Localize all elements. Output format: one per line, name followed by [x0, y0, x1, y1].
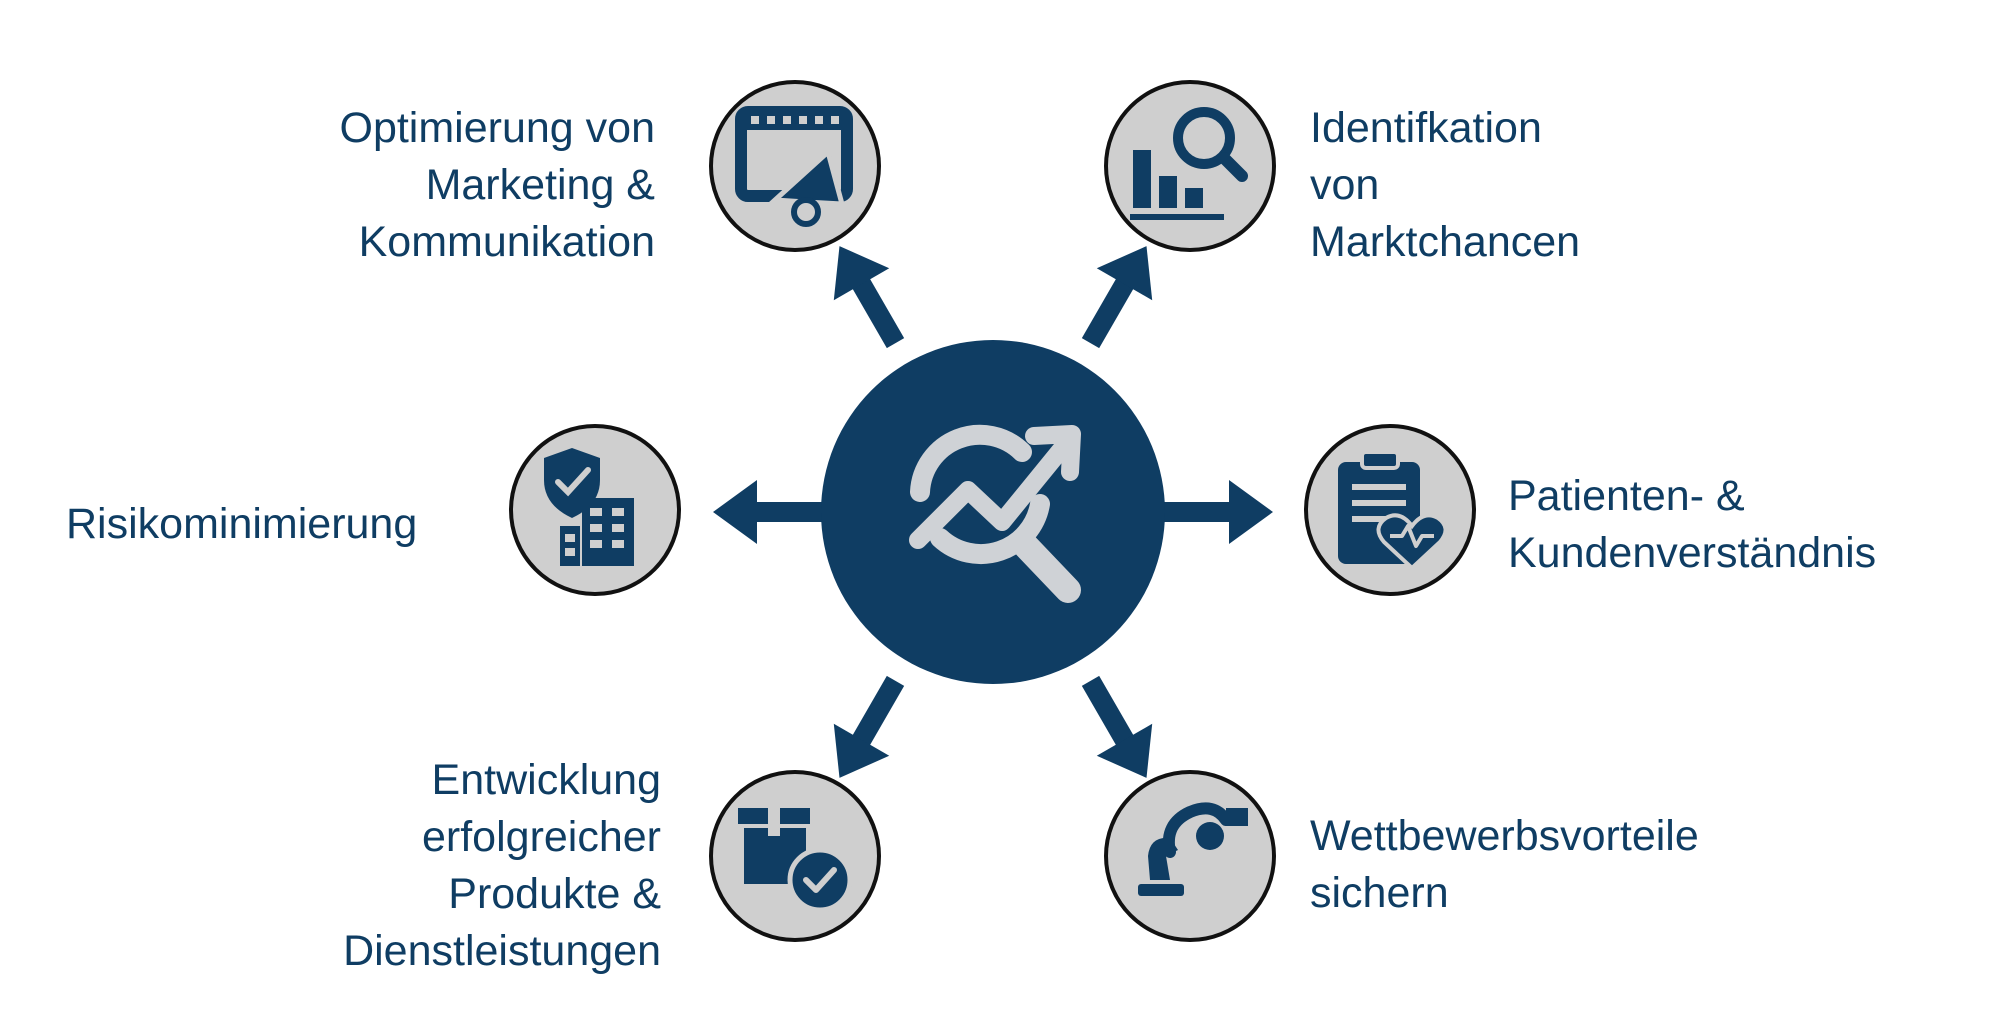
label-line: Optimierung von [339, 104, 656, 152]
label-line: Marketing & [425, 161, 655, 209]
label-line: Kundenverständnis [1508, 529, 1877, 577]
label-line: Wettbewerbsvorteile [1310, 812, 1699, 860]
node-bottom-right [1104, 770, 1276, 942]
clipboard-heart-icon [1338, 450, 1448, 571]
arrow-right [1161, 480, 1273, 544]
label-line: Kommunikation [358, 218, 655, 266]
label-mid-left: Risikominimierung [66, 496, 417, 553]
center-node [821, 340, 1165, 684]
label-line: Entwicklung [431, 756, 661, 804]
node-mid-left [509, 424, 681, 596]
arrow-left [713, 480, 825, 544]
arrow-bottom-left [811, 664, 924, 794]
label-line: erfolgreicher [422, 813, 661, 861]
node-top-right [1104, 80, 1276, 252]
arrow-top-right [1062, 230, 1175, 360]
label-line: Risikominimierung [66, 500, 418, 548]
arrow-bottom-right [1062, 664, 1175, 794]
shield-building-icon [544, 448, 634, 566]
label-line: Dienstleistungen [343, 927, 661, 975]
node-mid-right [1304, 424, 1476, 596]
label-bottom-right: Wettbewerbsvorteile sichern [1310, 808, 1699, 922]
label-mid-right: Patienten- & Kundenverständnis [1508, 468, 1876, 582]
node-top-left [709, 80, 881, 252]
robot-chess-icon [1138, 802, 1248, 896]
label-line: Patienten- & [1508, 472, 1745, 520]
magnifier-trend-icon [909, 424, 1081, 603]
label-bottom-left: Entwicklung erfolgreicher Produkte & Die… [343, 752, 661, 980]
label-line: Identifkation [1310, 104, 1542, 152]
node-bottom-left [709, 770, 881, 942]
megaphone-screen-icon [735, 106, 853, 227]
label-line: sichern [1310, 869, 1449, 917]
label-line: Produkte & [448, 870, 661, 918]
arrow-top-left [811, 230, 924, 360]
label-top-right: Identifkation von Marktchancen [1310, 100, 1580, 271]
label-top-left: Optimierung von Marketing & Kommunikatio… [340, 100, 656, 271]
label-line: Marktchancen [1310, 218, 1581, 266]
label-line: von [1310, 161, 1380, 209]
bar-chart-search-icon [1130, 107, 1248, 220]
box-check-icon [738, 808, 853, 913]
